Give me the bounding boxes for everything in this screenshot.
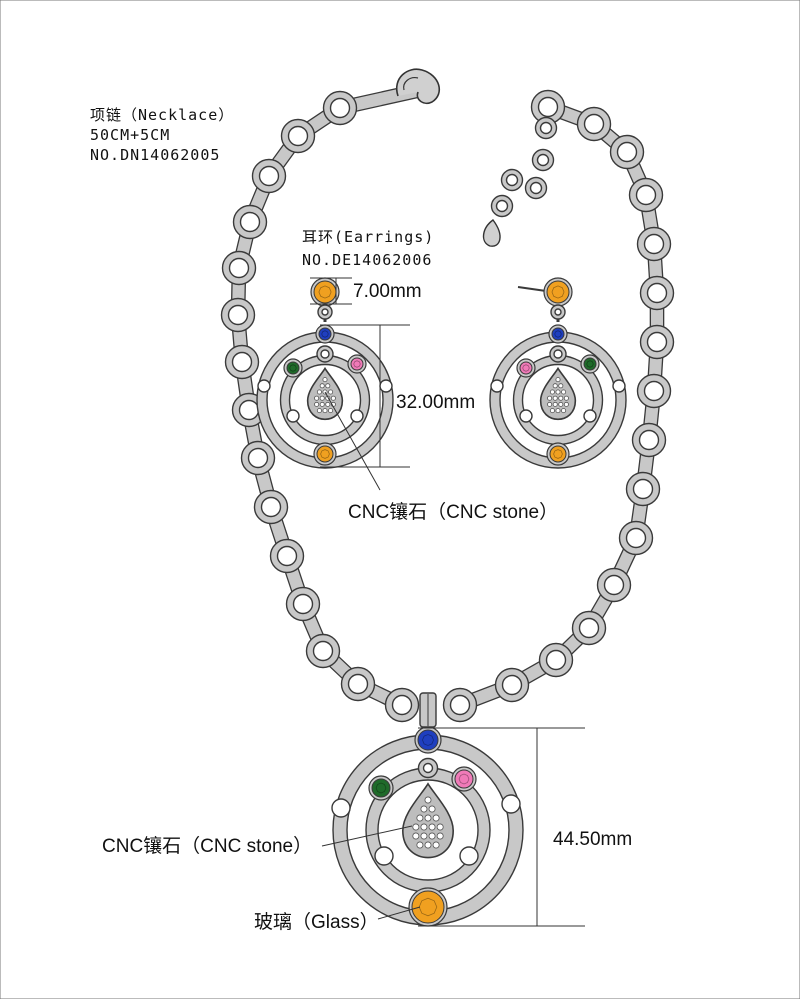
drop-jump-ring (316, 345, 334, 363)
gem-green (368, 775, 394, 801)
chain-ring (625, 471, 661, 507)
chain-ring (639, 275, 675, 311)
drop-jump-ring (417, 757, 439, 779)
gem-blue (414, 726, 442, 754)
stone-setting-empty (350, 409, 364, 423)
chain-ring (240, 440, 276, 476)
chain-ring (596, 567, 632, 603)
chain-ring (221, 250, 257, 286)
stud-gem-orange (310, 277, 340, 307)
gem-green (283, 358, 303, 378)
stone-setting-empty (286, 409, 300, 423)
stone-setting-empty (459, 846, 479, 866)
chain-ring (494, 667, 530, 703)
necklace-length: 50CM+5CM (90, 126, 170, 144)
pendant (331, 692, 524, 927)
pendant-stone-label: CNC镶石（CNC stone） (102, 835, 312, 857)
chain-ring (384, 687, 420, 723)
pendant-height-dimension: 44.50mm (553, 829, 632, 850)
drop-jump-ring (549, 345, 567, 363)
chain-ring (636, 373, 672, 409)
necklace-title: 项链（Necklace） (90, 106, 234, 124)
dimension-lines (310, 277, 585, 927)
chain-ring (618, 520, 654, 556)
extension-ring (490, 194, 514, 218)
chain-ring (576, 106, 612, 142)
earring-jump-ring (550, 304, 566, 320)
stone-setting-empty (490, 379, 504, 393)
earring-drop-dimension: 32.00mm (396, 392, 475, 413)
gem-pink (516, 358, 536, 378)
chain-ring (232, 204, 268, 240)
earring-post (517, 286, 547, 292)
extension-drop (482, 219, 501, 247)
chain-ring (220, 297, 256, 333)
necklace-chain-rings (220, 89, 675, 723)
glass-gem-orange (408, 887, 448, 927)
chain-ring (269, 538, 305, 574)
chain-ring (530, 89, 566, 125)
gem-pink (347, 354, 367, 374)
chain-ring (280, 118, 316, 154)
gem-blue (548, 324, 568, 344)
gem-green (580, 354, 600, 374)
earrings-title: 耳环(Earrings) (302, 228, 434, 246)
gem-blue (315, 324, 335, 344)
stud-gem-orange (543, 277, 573, 307)
chain-ring (571, 610, 607, 646)
chain-ring (224, 344, 260, 380)
chain-ring (631, 422, 667, 458)
extension-ring (534, 116, 558, 140)
gem-pink (451, 766, 477, 792)
lobster-clasp (395, 68, 441, 105)
chain-ring (628, 177, 664, 213)
earring-right (489, 277, 627, 469)
stone-setting-empty (501, 794, 521, 814)
necklace-number: NO.DN14062005 (90, 146, 220, 164)
chain-ring (305, 633, 341, 669)
chain-ring (538, 642, 574, 678)
earrings-number: NO.DE14062006 (302, 251, 432, 269)
chain-ring (639, 324, 675, 360)
chain-ring (340, 666, 376, 702)
chain-ring (636, 226, 672, 262)
chain-ring (322, 90, 358, 126)
stone-setting-empty (612, 379, 626, 393)
extension-ring (531, 148, 555, 172)
chain-ring (609, 134, 645, 170)
chain-ring (285, 586, 321, 622)
gem-orange (546, 442, 570, 466)
pave-teardrop (539, 366, 577, 421)
stone-setting-empty (331, 798, 351, 818)
earring-jump-ring (317, 304, 333, 320)
extension-ring (500, 168, 524, 192)
stone-setting-empty (519, 409, 533, 423)
stone-setting-empty (257, 379, 271, 393)
earring-stone-label: CNC镶石（CNC stone） (348, 501, 558, 523)
extension-ring (524, 176, 548, 200)
pendant-glass-label: 玻璃（Glass） (254, 911, 379, 933)
earring-left (256, 277, 394, 469)
chain-ring (253, 489, 289, 525)
stud-size-dimension: 7.00mm (353, 281, 422, 302)
stone-setting-empty (374, 846, 394, 866)
gem-orange (313, 442, 337, 466)
pave-teardrop (401, 782, 455, 859)
chain-ring (251, 158, 287, 194)
stone-setting-empty (379, 379, 393, 393)
chain-ring (442, 687, 478, 723)
stone-setting-empty (583, 409, 597, 423)
